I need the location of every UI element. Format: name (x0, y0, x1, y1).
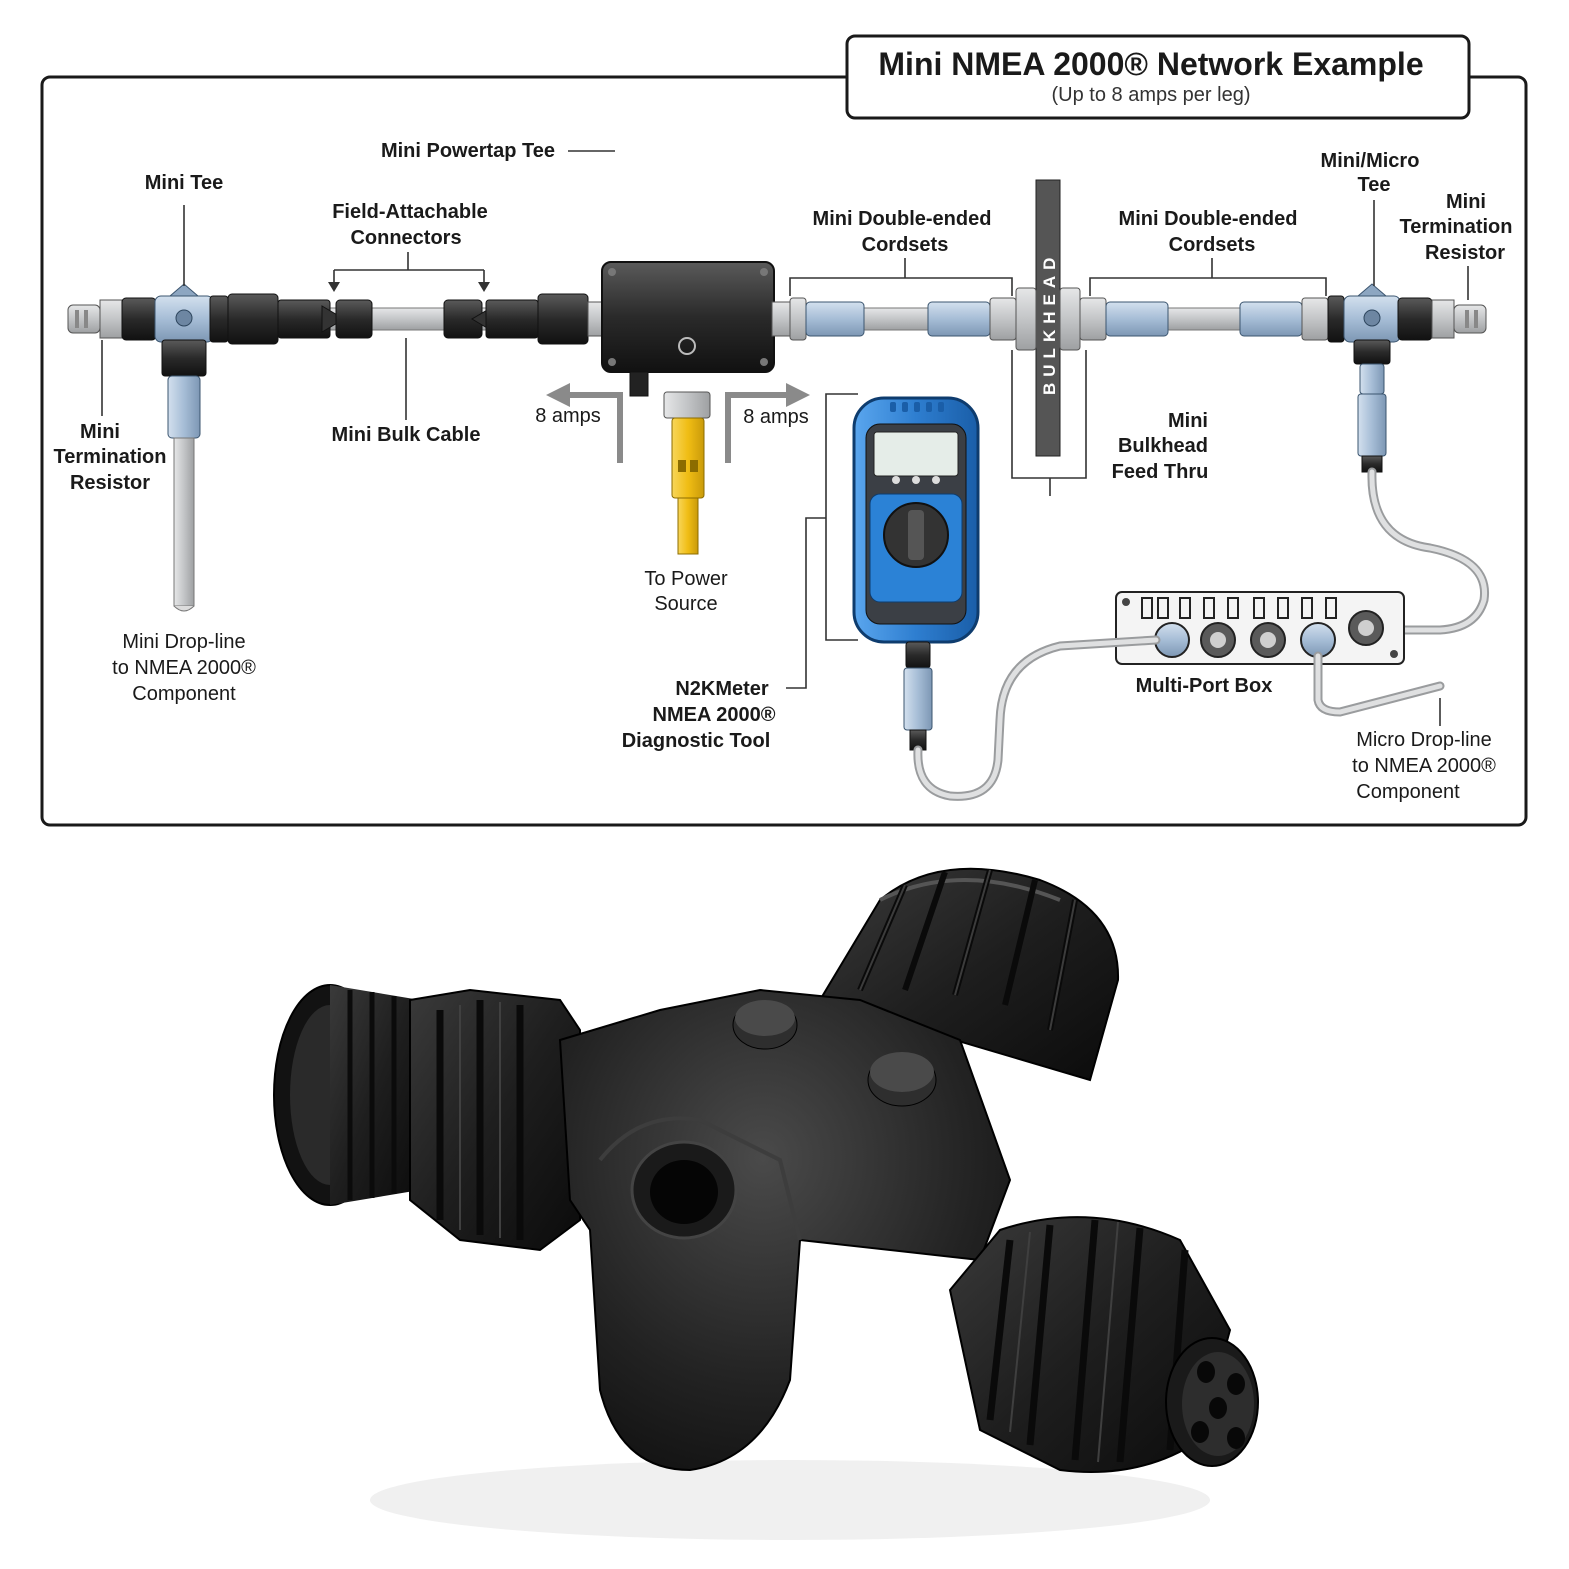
lower-coupling-nut (948, 1216, 1232, 1473)
label-mini-tee: Mini Tee (145, 172, 224, 194)
multi-port-box (1115, 591, 1405, 665)
label-field-attachable-2: Connectors (350, 227, 461, 249)
mini-powertap-tee (587, 261, 791, 397)
label-term-right-2: Termination (1400, 216, 1513, 238)
amps-arrow-left (546, 383, 623, 463)
upper-coupling-nut (818, 867, 1120, 1082)
field-attachable-connector-1 (227, 293, 373, 345)
label-term-right-1: Mini (1446, 191, 1486, 213)
label-term-left-1: Mini (80, 421, 120, 443)
label-drop-right-2: to NMEA 2000® (1352, 755, 1496, 777)
labels: Mini Tee Mini Powertap Tee Field-Attacha… (54, 140, 1513, 803)
label-cordsets-right-2: Cordsets (1169, 234, 1256, 256)
label-drop-left-2: to NMEA 2000® (112, 657, 256, 679)
diagram-subtitle: (Up to 8 amps per leg) (1052, 84, 1251, 106)
micro-cable-to-multiport (1357, 363, 1490, 635)
label-term-left-2: Termination (54, 446, 167, 468)
label-mini-micro-tee-2: Tee (1358, 174, 1391, 196)
title-box: Mini NMEA 2000® Network Example (Up to 8… (845, 34, 1471, 120)
label-bulkhead-feed-3: Feed Thru (1112, 461, 1209, 483)
label-amps-left: 8 amps (535, 405, 601, 427)
label-bulkhead-feed-2: Bulkhead (1118, 435, 1208, 457)
field-attachable-connector-2 (443, 293, 589, 345)
n2kmeter-device (852, 396, 980, 751)
mini-double-ended-cordset-left (789, 297, 1017, 341)
label-multi-port-box: Multi-Port Box (1136, 675, 1273, 697)
label-power-source-2: Source (654, 593, 717, 615)
label-field-attachable-1: Field-Attachable (332, 201, 488, 223)
label-drop-left-3: Component (132, 683, 236, 705)
leader-lines (101, 150, 1469, 726)
label-n2k-3: Diagnostic Tool (622, 730, 771, 752)
diagram-title: Mini NMEA 2000® Network Example (878, 46, 1423, 82)
power-lead (663, 391, 711, 555)
mini-termination-resistor-left (67, 297, 157, 341)
label-mini-micro-tee-1: Mini/Micro (1321, 150, 1420, 172)
micro-drop-line-right (1313, 651, 1445, 717)
label-n2k-1: N2KMeter (675, 678, 769, 700)
label-amps-right: 8 amps (743, 406, 809, 428)
label-cordsets-left-1: Mini Double-ended (813, 208, 992, 230)
diagram-frame (40, 75, 1528, 827)
label-mini-powertap-tee: Mini Powertap Tee (381, 140, 555, 162)
mini-tee-left (154, 283, 229, 377)
label-n2k-2: NMEA 2000® (653, 704, 776, 726)
label-cordsets-left-2: Cordsets (862, 234, 949, 256)
label-term-right-3: Resistor (1425, 242, 1505, 264)
label-power-source-1: To Power (644, 568, 728, 590)
product-photo-mini-tee (273, 867, 1259, 1540)
amps-arrow-right (725, 383, 810, 463)
label-drop-right-3: Component (1356, 781, 1460, 803)
left-male-connector (273, 984, 581, 1252)
label-drop-left-1: Mini Drop-line (122, 631, 245, 653)
mini-bulkhead-feed-thru (1015, 287, 1107, 351)
mini-termination-resistor-right (1397, 297, 1487, 341)
mini-drop-line-left (167, 375, 201, 612)
label-term-left-3: Resistor (70, 472, 150, 494)
bulkhead: BULKHEAD (1035, 179, 1061, 457)
bulkhead-text: BULKHEAD (1040, 252, 1059, 395)
mini-double-ended-cordset-right (1105, 297, 1329, 341)
n2kmeter-cable (913, 635, 1161, 801)
tee-body (558, 988, 1012, 1472)
female-socket-face (1165, 1337, 1259, 1467)
label-drop-right-1: Micro Drop-line (1356, 729, 1492, 751)
diagram-panel: Mini NMEA 2000® Network Example (Up to 8… (40, 34, 1528, 827)
label-mini-bulk-cable: Mini Bulk Cable (332, 424, 481, 446)
label-bulkhead-feed-1: Mini (1168, 410, 1208, 432)
mini-micro-tee (1327, 283, 1401, 365)
label-cordsets-right-1: Mini Double-ended (1119, 208, 1298, 230)
